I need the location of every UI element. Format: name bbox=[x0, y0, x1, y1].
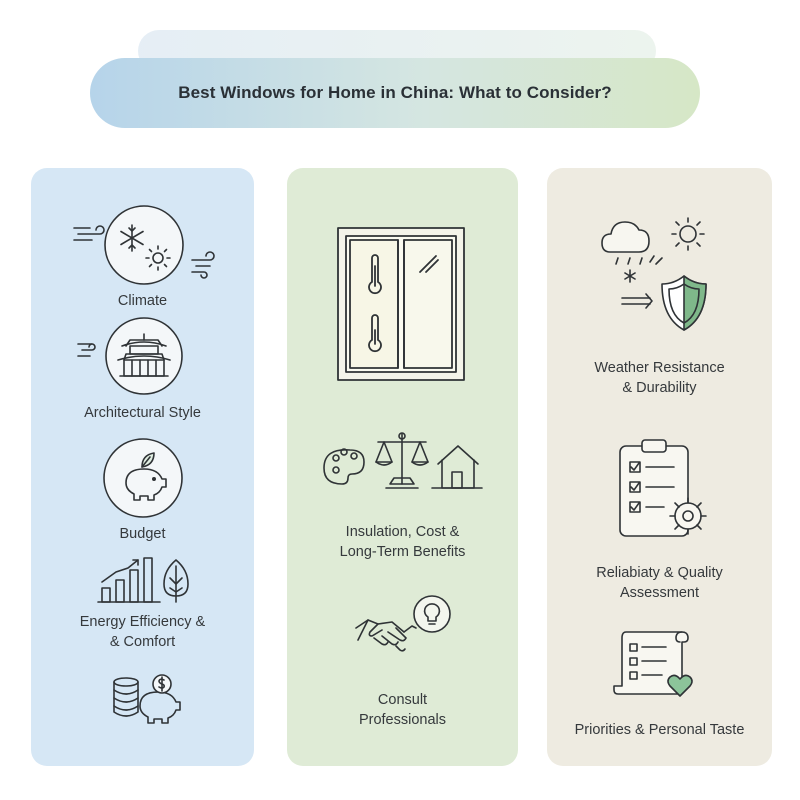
page-title: Best Windows for Home in China: What to … bbox=[178, 83, 612, 102]
energy-efficiency-label: Energy Efficiency & & Comfort bbox=[31, 612, 254, 652]
weather-resistance-label: Weather Resistance & Durability bbox=[547, 358, 772, 398]
insulation-cost-label: Insulation, Cost & Long-Term Benefits bbox=[287, 522, 518, 562]
climate-label: Climate bbox=[117, 293, 168, 309]
weather-shield-icon bbox=[598, 210, 714, 334]
weather-resistance-line1: Weather Resistance bbox=[594, 360, 725, 376]
window-thermometer-icon bbox=[336, 226, 466, 382]
consult-professionals-line2: Professionals bbox=[358, 712, 447, 728]
piggy-bank-icon bbox=[102, 437, 184, 519]
consult-professionals-line1: Consult bbox=[377, 692, 428, 708]
balance-icon bbox=[320, 428, 484, 494]
clipboard-gear-icon bbox=[616, 436, 712, 542]
priorities-taste-label: Priorities & Personal Taste bbox=[574, 722, 745, 738]
title-banner: Best Windows for Home in China: What to … bbox=[90, 58, 700, 128]
reliability-quality-line2: Assessment bbox=[620, 585, 699, 601]
scroll-list-icon bbox=[612, 626, 698, 700]
energy-efficiency-line1: Energy Efficiency & bbox=[79, 614, 206, 630]
climate-icon bbox=[70, 202, 218, 288]
architectural-style-label: Architectural Style bbox=[84, 405, 201, 421]
pagoda-icon bbox=[74, 316, 186, 396]
reliability-quality-line1: Reliabiaty & Quality bbox=[596, 565, 723, 581]
budget-label: Budget bbox=[119, 526, 166, 542]
insulation-cost-line2: Long-Term Benefits bbox=[339, 544, 466, 560]
consult-professionals-label: Consult Professionals bbox=[287, 690, 518, 730]
handshake-icon bbox=[352, 592, 456, 662]
energy-efficiency-line2: & Comfort bbox=[109, 634, 176, 650]
reliability-quality-label: Reliabiaty & Quality Assessment bbox=[547, 563, 772, 603]
energy-chart-icon bbox=[96, 552, 196, 606]
coins-piggy-icon bbox=[110, 672, 190, 728]
insulation-cost-line1: Insulation, Cost & bbox=[345, 524, 460, 540]
weather-resistance-line2: & Durability bbox=[622, 380, 697, 396]
